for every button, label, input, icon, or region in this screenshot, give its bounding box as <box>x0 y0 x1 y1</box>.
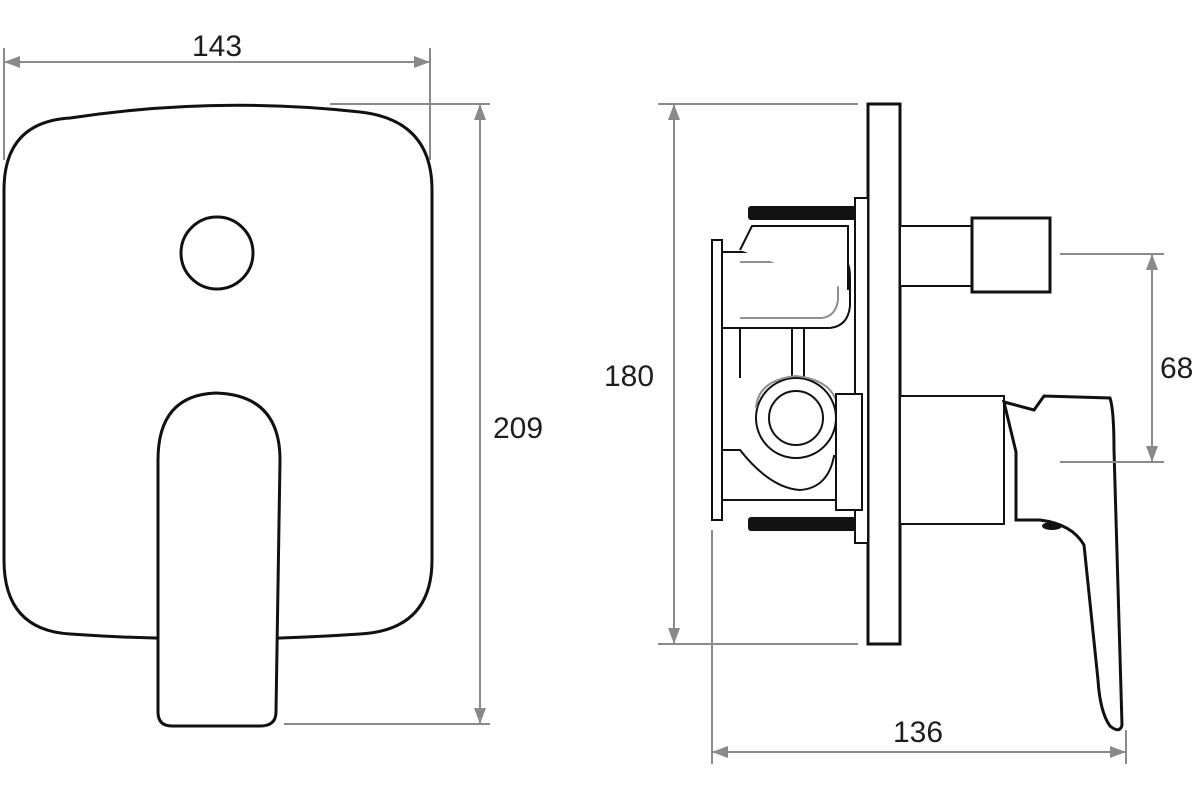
offset-label: 68 <box>1160 352 1193 385</box>
bottom-retaining-bar <box>748 517 856 531</box>
offset-dimension: 68 <box>1060 253 1193 463</box>
height-dimension: 209 <box>284 103 543 725</box>
side-height-label: 180 <box>604 360 654 393</box>
diverter-cap <box>970 216 1052 294</box>
depth-dimension: 136 <box>711 530 1127 764</box>
diverter-knob <box>179 215 255 291</box>
depth-label: 136 <box>893 716 943 749</box>
cartridge-ring-inner <box>768 390 824 446</box>
valve-side-box <box>835 393 863 511</box>
height-label: 209 <box>493 412 543 445</box>
side-height-dimension: 180 <box>604 103 858 645</box>
lever-spindle <box>899 395 1005 525</box>
valve-lower-body <box>721 449 849 501</box>
lever-pin <box>1042 522 1062 530</box>
lever-handle <box>156 391 282 728</box>
side-lever <box>1001 394 1124 732</box>
front-view: 143 209 <box>2 30 543 728</box>
diverter-spindle <box>899 225 973 287</box>
cover-plate <box>2 103 434 641</box>
side-view: 180 68 136 <box>604 102 1193 764</box>
valve-stem <box>739 328 805 378</box>
valve-top-arm <box>739 225 849 290</box>
side-cover-plate <box>866 102 902 646</box>
back-plate <box>711 239 723 521</box>
width-label: 143 <box>192 30 242 63</box>
top-retaining-bar <box>748 206 856 220</box>
